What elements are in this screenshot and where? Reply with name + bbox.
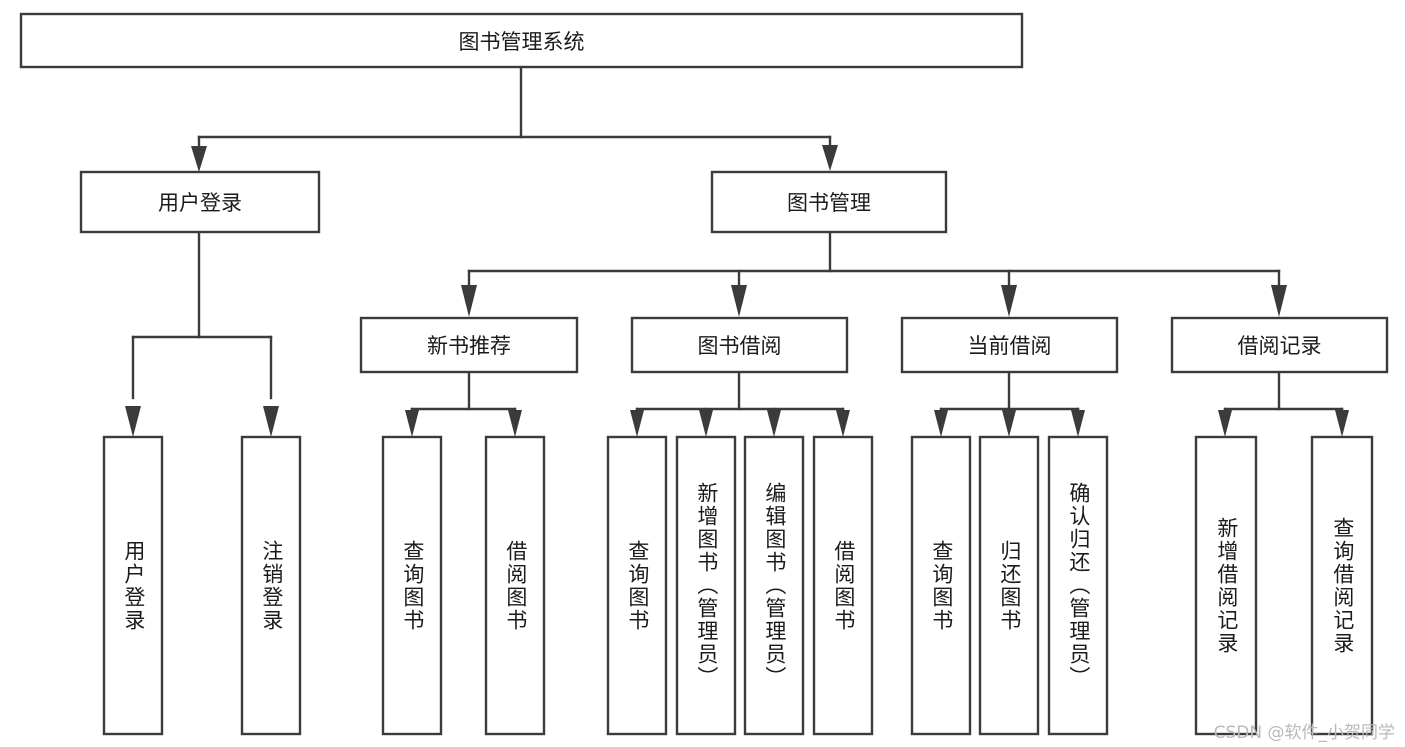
- arrow-to-leaf-9: [934, 410, 948, 437]
- arrow-to-user-login: [191, 146, 207, 172]
- arrow-to-leaf-2: [263, 406, 279, 437]
- arrow-to-leaf-10: [1002, 410, 1016, 437]
- node-leaf-13-box[interactable]: [1310, 435, 1374, 736]
- arrow-to-leaf-8: [836, 410, 850, 437]
- arrow-to-leaf-7: [767, 410, 781, 437]
- node-leaf-12-box[interactable]: [1194, 435, 1258, 736]
- node-new-book-rec-box[interactable]: [359, 316, 579, 374]
- arrow-to-leaf-6: [699, 410, 713, 437]
- node-current-borrow-box[interactable]: [900, 316, 1119, 374]
- arrow-to-leaf-3: [405, 410, 419, 437]
- arrow-to-leaf-5: [630, 410, 644, 437]
- node-leaf-6-box[interactable]: [675, 435, 737, 736]
- arrow-to-leaf-11: [1071, 410, 1085, 437]
- node-user-login-box[interactable]: [79, 170, 321, 234]
- node-leaf-11-box[interactable]: [1047, 435, 1109, 736]
- node-book-borrow-box[interactable]: [630, 316, 849, 374]
- node-leaf-4-box[interactable]: [484, 435, 546, 736]
- arrow-to-borrow-record: [1271, 285, 1287, 317]
- node-book-manage-box[interactable]: [710, 170, 948, 234]
- arrow-to-current-borrow: [1001, 285, 1017, 317]
- arrow-to-book-borrow: [731, 285, 747, 317]
- connector-layer: [125, 65, 1349, 437]
- node-leaf-9-box[interactable]: [910, 435, 972, 736]
- node-leaf-5-box[interactable]: [606, 435, 668, 736]
- node-root-box[interactable]: [19, 12, 1024, 69]
- node-leaf-10-box[interactable]: [978, 435, 1040, 736]
- node-leaf-3-box[interactable]: [381, 435, 443, 736]
- arrow-to-leaf-4: [508, 410, 522, 437]
- node-leaf-2-box[interactable]: [240, 435, 302, 736]
- arrow-to-leaf-1: [125, 406, 141, 437]
- arrow-to-book-manage: [822, 145, 838, 171]
- arrow-to-new-book-rec: [461, 285, 477, 317]
- node-leaf-1-box[interactable]: [102, 435, 164, 736]
- arrow-to-leaf-12: [1218, 410, 1232, 437]
- node-leaf-7-box[interactable]: [743, 435, 805, 736]
- arrow-to-leaf-13: [1335, 410, 1349, 437]
- node-leaf-8-box[interactable]: [812, 435, 874, 736]
- node-box-layer: [19, 12, 1389, 736]
- node-borrow-record-box[interactable]: [1170, 316, 1389, 374]
